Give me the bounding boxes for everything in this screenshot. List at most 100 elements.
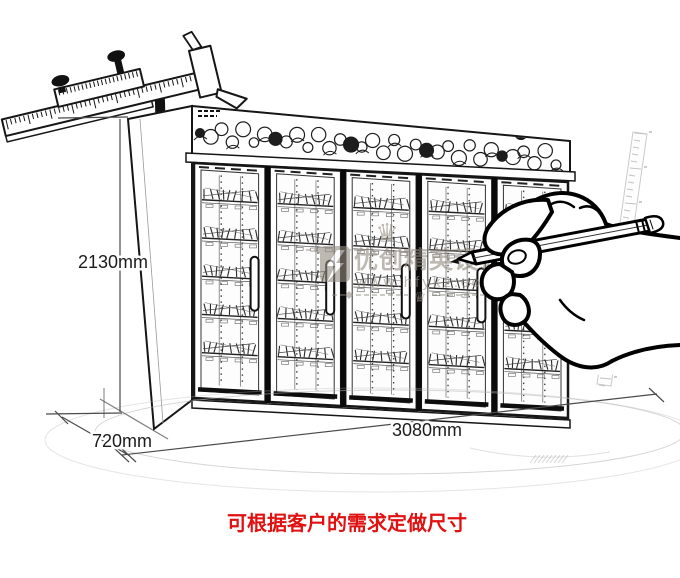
bottle-stroke xyxy=(456,201,459,212)
bottle-stroke xyxy=(456,316,459,327)
bottle-stroke xyxy=(282,231,287,242)
header-doodle xyxy=(442,140,455,153)
price-tag xyxy=(385,251,394,256)
price-tag xyxy=(234,282,243,286)
price-tag xyxy=(400,214,409,218)
bottle-stroke xyxy=(391,198,395,209)
shelf-line xyxy=(353,283,409,288)
bottle-sketch-line xyxy=(431,275,480,286)
vernier-tick xyxy=(100,79,104,86)
price-tag xyxy=(551,375,560,379)
watermark-url-text: www.hfykz.com xyxy=(355,274,498,291)
bottle-sketch-line xyxy=(354,197,406,204)
hatch-mark xyxy=(541,454,549,464)
price-tag xyxy=(281,322,289,327)
price-tag xyxy=(522,373,531,378)
bottle-stroke xyxy=(283,269,287,280)
customization-caption: 可根据客户的需求定做尺寸 xyxy=(227,511,467,535)
bottle-stroke xyxy=(465,317,471,328)
vernier-tick xyxy=(116,75,119,82)
header-doodle xyxy=(550,159,562,171)
price-tag xyxy=(295,208,304,213)
scale-tick xyxy=(53,108,56,114)
ruler-number-mark xyxy=(644,166,647,168)
bottle-stroke xyxy=(207,342,211,353)
price-tag xyxy=(537,374,545,379)
scale-tick xyxy=(31,113,35,120)
door-glass xyxy=(200,169,260,396)
bottle-stroke xyxy=(473,317,477,328)
bottle-sketch-line xyxy=(280,191,329,202)
price-tag xyxy=(220,357,228,362)
depth-dimension-label: 720mm xyxy=(92,431,152,451)
bottle-sketch-line xyxy=(429,316,482,323)
bottle-stroke xyxy=(276,307,281,318)
header-doodle xyxy=(387,142,402,148)
scale-tick xyxy=(132,89,135,96)
kick-plate xyxy=(197,387,262,395)
pencil-eraser xyxy=(643,214,665,235)
shelf-line xyxy=(353,206,409,211)
shelf-edge xyxy=(201,278,258,283)
bottle-sketch-line xyxy=(278,308,331,315)
price-tag xyxy=(249,206,257,210)
ruler-tick xyxy=(631,153,639,156)
shelf-edge xyxy=(428,367,485,371)
bottle-stroke xyxy=(354,272,359,284)
kick-plate xyxy=(424,399,489,407)
price-tag xyxy=(234,205,243,210)
bottle-stroke xyxy=(209,227,214,238)
palm-crease xyxy=(558,298,586,322)
header-doodle xyxy=(225,135,240,149)
bottle-stroke xyxy=(314,309,319,320)
door-top-trim xyxy=(501,181,564,187)
ruler-tick xyxy=(630,160,638,163)
header-doodle xyxy=(450,149,468,167)
base-plinth xyxy=(191,399,571,429)
bottle-sketch-line xyxy=(356,310,404,321)
scale-tick xyxy=(44,110,48,117)
bottle-stroke xyxy=(328,233,332,244)
bottle-sketch-line xyxy=(431,199,480,210)
bottle-stroke xyxy=(304,270,309,281)
scale-tick xyxy=(93,98,97,109)
shelf-line xyxy=(353,321,409,326)
header-doodle xyxy=(342,136,360,153)
depth-dim-line xyxy=(61,416,131,457)
ruler-tick xyxy=(627,181,635,184)
shelf-line xyxy=(201,275,258,280)
price-tag xyxy=(281,284,289,289)
header-doodle xyxy=(279,135,293,149)
bottle-stroke xyxy=(403,352,408,363)
ruler-tick xyxy=(598,384,606,387)
bottle-stroke xyxy=(433,238,438,250)
shelf-edge xyxy=(428,213,485,218)
bottle-sketch-line xyxy=(356,271,404,282)
bottle-stroke xyxy=(555,360,559,371)
ring-fingertip xyxy=(498,292,531,327)
ruler-tick xyxy=(632,146,640,149)
bottle-sketch-line xyxy=(278,193,331,200)
bottle-stroke xyxy=(203,226,207,238)
bottle-stroke xyxy=(429,238,432,249)
bottle-stroke xyxy=(380,351,383,362)
vernier-tick xyxy=(104,78,107,85)
header-doodle xyxy=(396,145,414,162)
bottle-sketch-line xyxy=(505,358,558,365)
bottle-stroke xyxy=(203,265,208,276)
bottle-stroke xyxy=(481,356,486,367)
scale-tick xyxy=(49,109,53,119)
vernier-tick xyxy=(124,73,127,80)
bottle-stroke xyxy=(478,202,483,214)
hatch-mark xyxy=(557,454,565,464)
price-tag xyxy=(356,250,365,254)
header-doodle xyxy=(289,126,306,143)
bottle-stroke xyxy=(277,345,281,356)
scale-tick xyxy=(128,90,131,97)
vernier-tick xyxy=(96,80,100,87)
scale-tick xyxy=(106,95,109,102)
price-tag xyxy=(249,244,257,249)
header-doodle xyxy=(214,122,229,137)
door-handle xyxy=(249,255,260,312)
price-tag xyxy=(295,323,304,328)
